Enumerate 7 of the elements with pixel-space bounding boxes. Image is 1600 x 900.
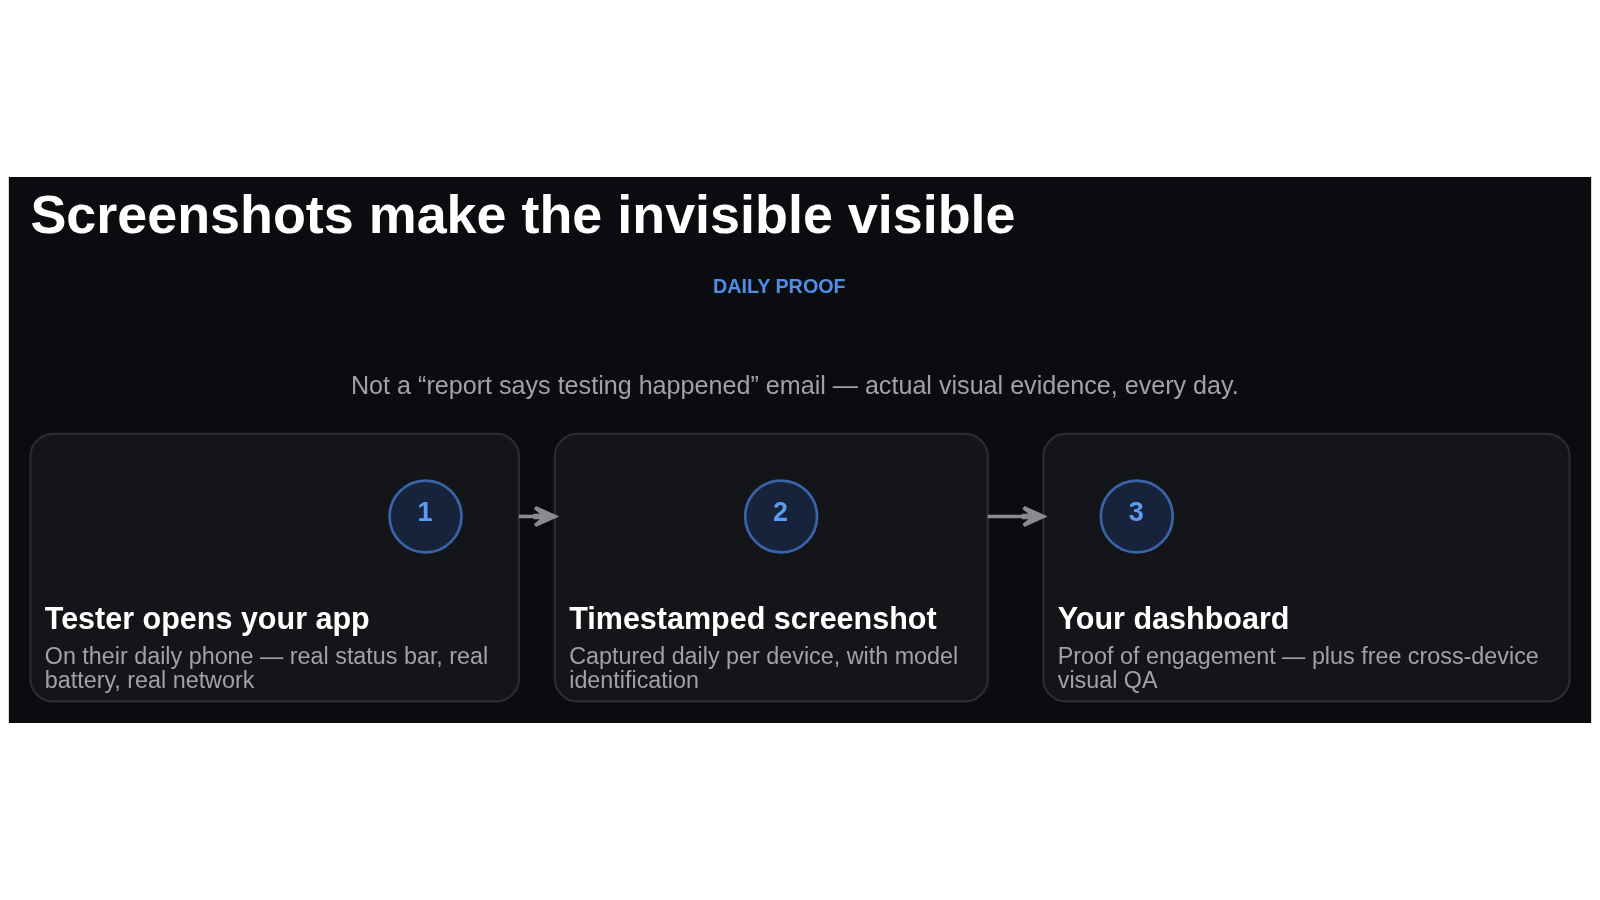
label: DAILY PROOF	[712, 275, 846, 298]
node-circle: 3	[1099, 479, 1175, 554]
arrow	[987, 505, 1046, 528]
label: Not a “report says testing happened” email — actual visual evidence, every day.	[350, 370, 1239, 399]
diagram-title: Screenshots make the invisible visible	[30, 183, 1016, 244]
node-circle: 1	[388, 479, 463, 554]
node-circle: 2	[743, 479, 819, 554]
